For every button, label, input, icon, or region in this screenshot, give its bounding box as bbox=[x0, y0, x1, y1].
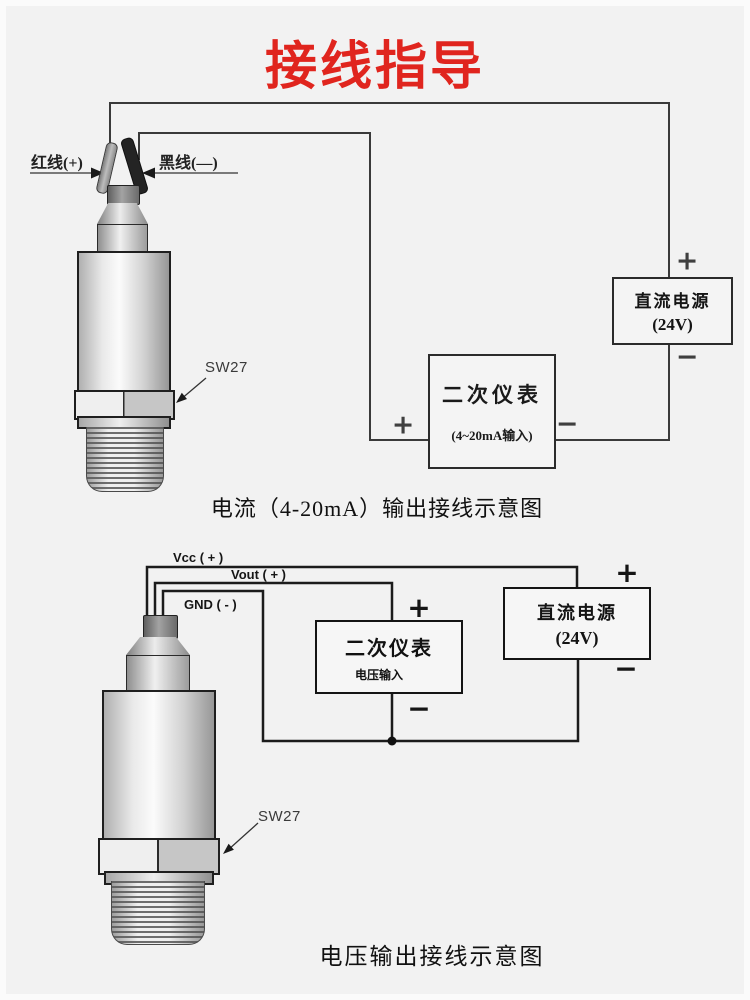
power-plus-terminal: + bbox=[675, 245, 699, 277]
voltage-diagram-caption: 电压输出接线示意图 bbox=[319, 944, 545, 969]
sensor-neck-taper bbox=[97, 203, 148, 224]
meter-to-power-path bbox=[552, 341, 670, 441]
dc-power-voltage: (24V) bbox=[652, 315, 693, 334]
sensor-body bbox=[102, 690, 216, 842]
sw27-leader-2 bbox=[227, 822, 259, 851]
meter-title: 二次仪表 bbox=[442, 383, 542, 407]
sensor-neck-taper bbox=[126, 637, 190, 655]
black-wire-path bbox=[138, 132, 428, 441]
sensor-body bbox=[77, 251, 171, 394]
meter-plus-terminal: + bbox=[407, 591, 431, 624]
arrow-right-icon bbox=[91, 167, 104, 179]
sensor-thread bbox=[86, 427, 164, 492]
meter-plus-terminal: + bbox=[391, 409, 415, 441]
dc-power-title: 直流电源 bbox=[537, 602, 617, 623]
power-minus-terminal: − bbox=[614, 652, 638, 685]
meter-subtitle: 电压输入 bbox=[355, 667, 404, 682]
power-plus-terminal: + bbox=[615, 556, 639, 589]
sw27-label-1: SW27 bbox=[205, 359, 248, 376]
sw27-label-2: SW27 bbox=[258, 808, 301, 825]
black-wire-label: 黑线(—) bbox=[159, 155, 218, 172]
dc-power-title: 直流电源 bbox=[634, 292, 711, 311]
sensor-neck bbox=[97, 224, 148, 253]
meter-minus-terminal: − bbox=[407, 692, 431, 725]
secondary-meter-box-voltage: 二次仪表 电压输入 bbox=[315, 620, 463, 694]
current-diagram-caption: 电流（4-20mA）输出接线示意图 bbox=[210, 496, 544, 521]
sensor-hex-nut bbox=[98, 838, 220, 875]
vout-wire-path bbox=[153, 581, 394, 620]
dc-power-box-current: 直流电源 (24V) bbox=[612, 277, 733, 345]
vcc-wire-path bbox=[145, 565, 579, 620]
red-wire-path bbox=[109, 102, 670, 277]
voltage-diagram-wires bbox=[145, 565, 580, 743]
gnd-label: GND ( - ) bbox=[184, 597, 237, 612]
page-title: 接线指导 bbox=[264, 38, 485, 96]
meter-subtitle: (4~20mA输入) bbox=[451, 428, 533, 443]
gnd-wire-path bbox=[161, 589, 580, 743]
meter-minus-terminal: − bbox=[555, 408, 579, 440]
sensor-thread bbox=[111, 881, 205, 945]
red-wire-label: 红线(+) bbox=[31, 155, 83, 172]
cable-gland-icon bbox=[143, 615, 178, 639]
power-minus-terminal: − bbox=[675, 341, 699, 373]
sensor-neck bbox=[126, 655, 190, 692]
secondary-meter-box-current: 二次仪表 (4~20mA输入) bbox=[428, 354, 556, 469]
arrow-sw27-2-icon bbox=[223, 843, 234, 854]
vout-label: Vout ( + ) bbox=[231, 567, 287, 582]
dc-power-voltage: (24V) bbox=[555, 627, 599, 648]
meter-title: 二次仪表 bbox=[345, 637, 433, 660]
arrowheads bbox=[91, 167, 234, 854]
dc-power-box-voltage: 直流电源 (24V) bbox=[503, 587, 651, 660]
arrow-left-icon bbox=[142, 167, 155, 179]
cable-gland-icon bbox=[107, 185, 140, 205]
vcc-label: Vcc ( + ) bbox=[173, 550, 224, 565]
sensor-hex-nut bbox=[74, 390, 175, 420]
current-diagram-wires bbox=[109, 102, 670, 441]
junction-dot bbox=[387, 736, 397, 746]
arrow-sw27-1-icon bbox=[176, 392, 187, 403]
